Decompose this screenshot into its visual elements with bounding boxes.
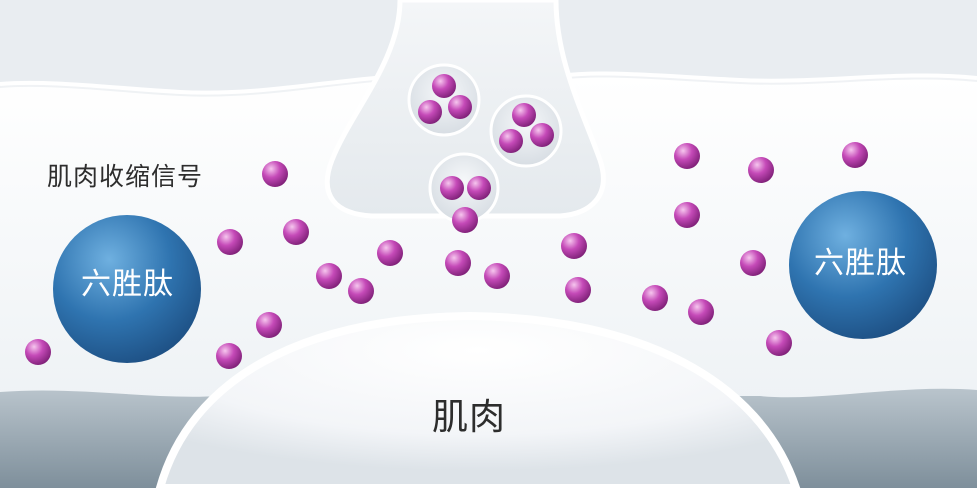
peptide-label-left: 六胜肽 bbox=[81, 267, 174, 302]
signal-molecules bbox=[25, 142, 868, 369]
vesicle-1 bbox=[407, 63, 481, 137]
muscle-cell bbox=[155, 311, 801, 488]
muscle-label: 肌肉 bbox=[432, 397, 507, 438]
vesicle-3 bbox=[428, 152, 500, 224]
peptide-sphere-left bbox=[53, 215, 201, 363]
peptide-sphere-right bbox=[789, 191, 937, 339]
vesicle-2 bbox=[489, 94, 563, 168]
signal-label: 肌肉收缩信号 bbox=[47, 162, 204, 191]
peptide-label-right: 六胜肽 bbox=[814, 246, 907, 281]
synaptic-cleft bbox=[0, 77, 977, 406]
